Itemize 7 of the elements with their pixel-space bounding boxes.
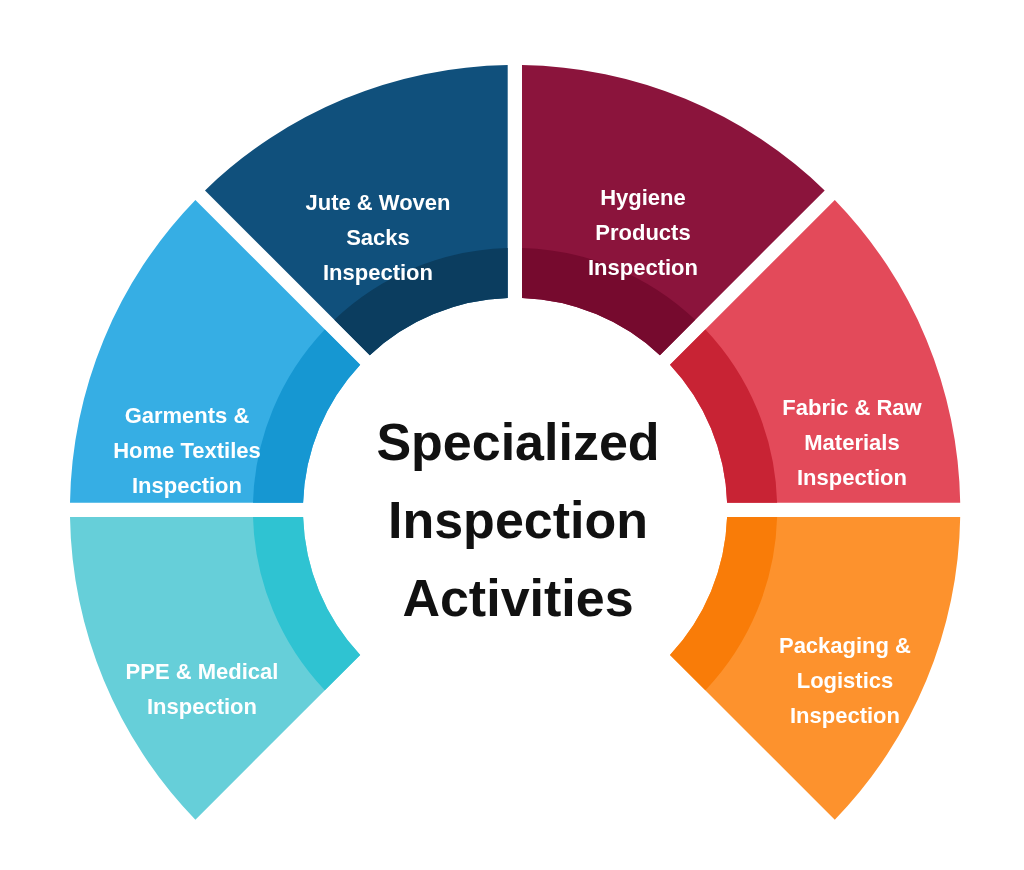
segment-label: Fabric & Raw Materials Inspection bbox=[781, 394, 923, 492]
segment-label: Packaging & Logistics Inspection bbox=[777, 632, 912, 730]
segment-label: Garments & Home Textiles Inspection bbox=[112, 402, 262, 500]
segment-label: Jute & Woven Sacks Inspection bbox=[304, 189, 452, 287]
segment-label: Hygiene Products Inspection bbox=[586, 184, 699, 282]
diagram-title: Specialized Inspection Activities bbox=[375, 412, 661, 629]
segment-label: PPE & Medical Inspection bbox=[124, 658, 280, 721]
